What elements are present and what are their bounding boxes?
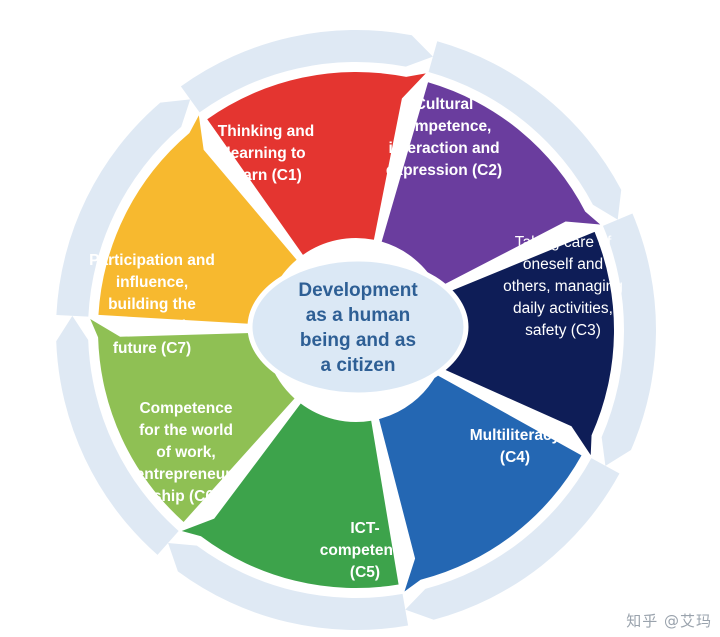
center-label: Development as a human being and as a citiz… (270, 278, 446, 378)
segment-label-c4: Multiliteracy (C4) (440, 425, 590, 469)
ring-arrow (168, 542, 409, 630)
segment-label-line: competence, (396, 118, 492, 135)
segment-label-c1: Thinking and learning to learn (C1) (196, 121, 336, 187)
segment-label-line: future (C7) (112, 340, 192, 357)
segment-label-line: Participation and (89, 252, 215, 269)
watermark: 知乎 @艾玛 (626, 612, 712, 630)
center-label-line: being and as (299, 330, 417, 351)
segment-wedge-c6 (90, 319, 295, 522)
segment-label-c7: Participation and influence, building the s… (62, 250, 242, 360)
center-label-line: as a human (305, 305, 411, 326)
segment-label-line: (C5) (349, 564, 381, 581)
segment-label-line: Multiliteracy (469, 427, 561, 444)
segment-label-line: influence, (115, 274, 189, 291)
segment-label-line: Taking care of (514, 234, 612, 251)
segment-label-line: learning to (226, 145, 306, 162)
segment-label-c6: Competence for the world of work, entrepren… (106, 398, 266, 508)
segment-label-line: oneself and (522, 256, 604, 273)
segment-label-line: for the world (139, 422, 233, 439)
segment-label-line: learn (C1) (230, 167, 302, 184)
segment-label-line: Competence (139, 400, 233, 417)
ring-arrow (601, 213, 657, 466)
segment-wedge-c5 (181, 403, 399, 588)
segment-label-line: interaction and (388, 140, 500, 157)
segment-label-line: daily activities, (513, 300, 613, 317)
segment-wedge-c3 (439, 231, 614, 456)
ring-arrow (180, 30, 433, 113)
segment-wedge-c7 (98, 115, 297, 325)
segment-label-line: Thinking and (217, 123, 315, 140)
segment-label-line: safety (C3) (525, 322, 601, 339)
segment-label-line: ship (C6) (152, 488, 220, 505)
segment-wedge-c1 (207, 71, 426, 255)
outer-ring (56, 30, 657, 630)
segment-label-line: entrepreneur- (135, 466, 237, 483)
segment-wedge-c2 (381, 82, 601, 288)
segment-label-line: sustainable (109, 318, 195, 335)
segment-label-line: ICT- (350, 520, 380, 537)
center-ellipse (247, 256, 469, 398)
segment-label-line: expression (C2) (385, 162, 503, 179)
center-label-line: a citizen (320, 355, 396, 376)
segment-wedges (90, 71, 614, 592)
segment-label-line: Cultural (414, 96, 474, 113)
segment-label-c3: Taking care of oneself and others, managin… (488, 232, 638, 342)
center-label-line: Development (298, 280, 418, 301)
segment-wedge-c4 (379, 374, 582, 592)
segment-label-line: of work, (156, 444, 216, 461)
ring-arrow (56, 99, 191, 317)
segment-label-line: others, managing (503, 278, 623, 295)
segment-label-c2: Cultural competence, interaction and expres… (369, 94, 519, 182)
ring-arrow (405, 458, 620, 620)
segment-label-line: building the (108, 296, 196, 313)
segment-label-c5: ICT-competence (C5) (300, 518, 430, 584)
ring-arrow (428, 41, 622, 220)
segment-label-line: competence (319, 542, 411, 559)
segment-label-line: (C4) (499, 449, 531, 466)
ring-arrow (56, 315, 179, 555)
